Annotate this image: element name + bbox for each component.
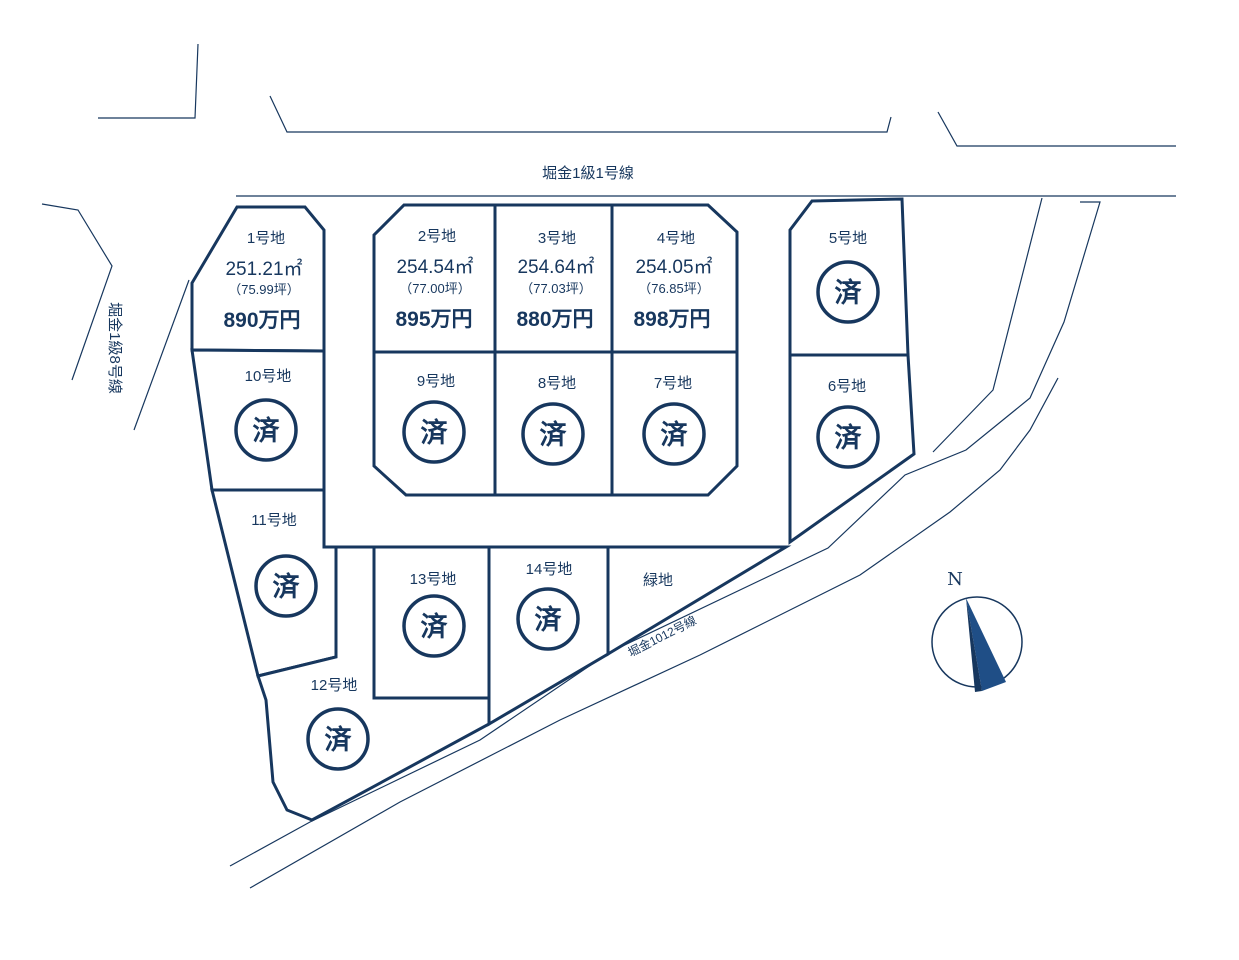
lot-14-name: 14号地 [526,561,573,578]
road-edges [41,43,1176,889]
road-edge [98,43,199,119]
lot-12-name: 12号地 [311,677,358,694]
lot-7-label: 7号地 済 [642,375,706,466]
road-edge [932,197,1043,453]
sold-badge-ring [642,402,706,466]
internal-road-outline [322,351,786,549]
lot-8-label: 8号地 済 [521,375,585,466]
road-name-west: 堀金1級8号線 [106,302,123,394]
lot-14-label: 14号地 済 [516,561,580,651]
sold-badge-ring [521,402,585,466]
lot-8-sold-mark: 済 [540,419,568,451]
lot-7-sold-mark: 済 [661,419,689,451]
lot-1-label: 1号地 251.21㎡ （75.99坪） 890万円 [223,230,302,332]
lot-3-label: 3号地 254.64㎡ （77.03坪） 880万円 [516,230,594,331]
lot-4-area: 254.05㎡ [635,255,712,278]
lot-labels: 1号地 251.21㎡ （75.99坪） 890万円 2号地 254.54㎡ （… [223,228,880,771]
sold-badge-ring [816,260,880,324]
lot-1-area: 251.21㎡ [225,257,302,280]
lot-5-sold-mark: 済 [835,277,863,309]
sold-badge-ring [402,594,466,658]
sold-badge-ring [516,587,580,651]
road-edge [249,377,1059,889]
lot-14-sold-mark: 済 [535,604,563,636]
lot-11-sold-mark: 済 [273,571,301,603]
lot-12-sold-mark: 済 [325,724,353,756]
lot-9-name: 9号地 [417,373,455,390]
green-space-boundary [606,545,792,657]
lot-4-boundary[interactable] [610,203,739,354]
lot-4-tsubo: （76.85坪） [638,281,710,296]
lot-10-label: 10号地 済 [234,368,298,462]
lot-1-price: 890万円 [223,309,300,332]
lot-4-label: 4号地 254.05㎡ （76.85坪） 898万円 [633,230,712,331]
lot-6-sold-mark: 済 [835,422,863,454]
lot-5-name: 5号地 [829,230,867,247]
lot-1-name: 1号地 [247,230,285,247]
lot-3-area: 254.64㎡ [517,255,594,278]
road-edge [269,95,892,133]
lot-9-label: 9号地 済 [402,373,466,464]
lot-8-name: 8号地 [538,375,576,392]
lot-4-name: 4号地 [657,230,695,247]
green-space-label: 緑地 [643,572,673,589]
lot-10-name: 10号地 [245,368,292,385]
road-edge [229,201,1101,867]
lot-13-name: 13号地 [410,571,457,588]
lot-3-name: 3号地 [538,230,576,247]
lot-5-label: 5号地 済 [816,230,880,324]
compass-needle-icon [966,598,1006,691]
road-name-north: 堀金1級1号線 [542,165,634,182]
lot-7-name: 7号地 [654,375,692,392]
lot-2-tsubo: （77.00坪） [399,281,471,296]
lot-11-name: 11号地 [251,512,297,529]
sold-badge-ring [306,707,370,771]
lot-12-label: 12号地 済 [306,677,370,771]
lot-13-label: 13号地 済 [402,571,466,658]
lot-3-price: 880万円 [516,308,593,331]
lot-13-sold-mark: 済 [421,611,449,643]
sold-badge-ring [234,398,298,462]
lot-6-label: 6号地 済 [816,378,880,469]
road-edge [133,279,190,431]
north-compass: N [931,569,1023,692]
lot-2-price: 895万円 [395,308,472,331]
sold-badge-ring [402,400,466,464]
road-edge [937,111,1176,147]
compass-needle-shade-icon [966,598,982,692]
lot-2-area: 254.54㎡ [396,255,473,278]
lot-10-sold-mark: 済 [253,415,281,447]
sold-badge-ring [254,554,318,618]
road-edge [41,203,113,381]
lot-11-label: 11号地 済 [251,512,318,618]
sold-badge-ring [816,405,880,469]
lot-6-name: 6号地 [828,378,866,395]
lot-3-tsubo: （77.03坪） [520,281,592,296]
lot-9-sold-mark: 済 [421,417,449,449]
lot-4-price: 898万円 [633,308,710,331]
compass-north-label: N [947,569,963,590]
lot-2-label: 2号地 254.54㎡ （77.00坪） 895万円 [395,228,473,331]
lot-2-name: 2号地 [418,228,456,245]
lot-1-tsubo: （75.99坪） [228,282,300,297]
